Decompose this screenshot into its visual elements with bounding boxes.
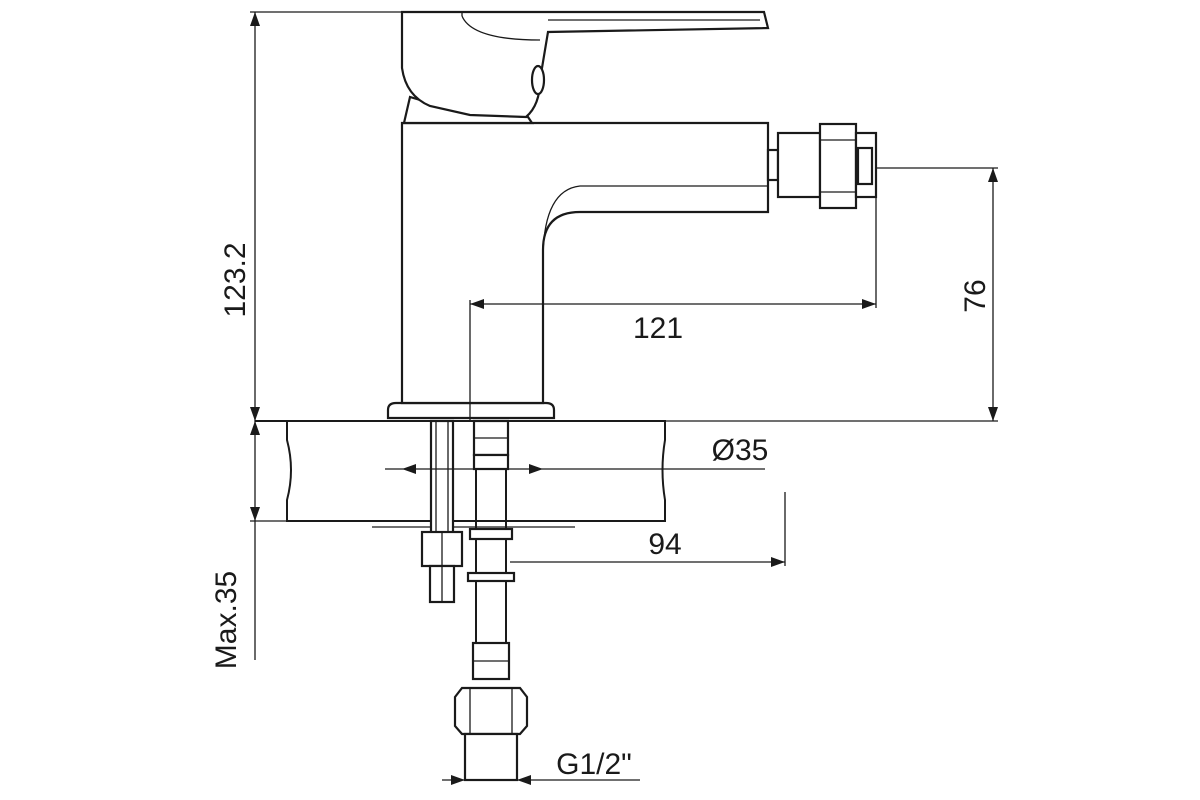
dimension-hose-offset: 94 bbox=[510, 492, 786, 567]
faucet-body bbox=[386, 10, 770, 420]
dimension-total-height: 123.2 bbox=[219, 11, 402, 421]
dimension-outlet-height: 76 bbox=[665, 167, 998, 422]
base-diameter-label: Ø35 bbox=[712, 434, 769, 467]
total-height-label: 123.2 bbox=[219, 242, 252, 317]
hose-offset-label: 94 bbox=[648, 528, 681, 561]
countertop-section bbox=[255, 420, 666, 528]
dimension-spout-reach: 121 bbox=[469, 197, 877, 421]
dimension-max-deck-thickness: Max.35 bbox=[210, 421, 287, 669]
max-deck-thickness-label: Max.35 bbox=[210, 571, 243, 669]
spout-reach-label: 121 bbox=[633, 312, 683, 345]
outlet-height-label: 76 bbox=[959, 279, 992, 312]
dimension-connection-thread: G1/2" bbox=[442, 748, 640, 785]
dimension-base-diameter: Ø35 bbox=[385, 434, 768, 474]
fixing-stud bbox=[420, 419, 464, 604]
spray-outlet bbox=[766, 122, 878, 210]
connection-thread-label: G1/2" bbox=[556, 748, 632, 781]
flexible-hose bbox=[453, 419, 529, 782]
